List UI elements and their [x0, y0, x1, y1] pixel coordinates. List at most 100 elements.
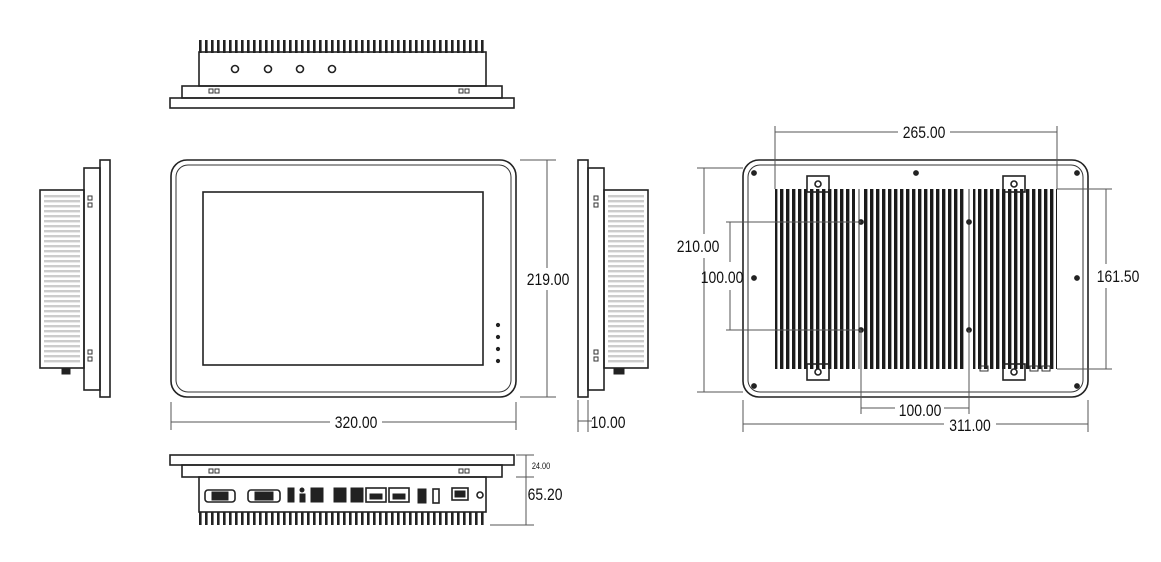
back-port [1029, 365, 1039, 372]
right-side-clip [593, 356, 599, 362]
back-bracket-hole [1010, 180, 1018, 188]
power-switch [287, 487, 295, 503]
front-indicator-led [495, 334, 501, 340]
right-side-clip [593, 349, 599, 355]
bottom-clip [458, 468, 464, 474]
back-vesa-horizontal-label: 100.00 [899, 402, 942, 421]
front-indicator-led [495, 322, 501, 328]
back-screw [1074, 275, 1080, 281]
back-screw [1074, 383, 1080, 389]
back-screw [751, 275, 757, 281]
back-height-dimension: 210.00 [677, 167, 743, 393]
usb-port [350, 487, 364, 503]
front-screen [202, 191, 484, 366]
back-right-height-dimension: 161.50 [1057, 188, 1140, 370]
back-screw [751, 170, 757, 176]
back-mount-bracket [806, 175, 830, 193]
left-side-clip [87, 356, 93, 362]
bottom-heatsink-fins [199, 512, 486, 525]
top-clip [458, 88, 464, 94]
front-indicator-led [495, 346, 501, 352]
bottom-clip [208, 468, 214, 474]
back-vesa-hole [966, 219, 972, 225]
front-width-dimension: 320.00 [170, 402, 517, 433]
back-mount-bracket [806, 363, 830, 381]
back-heatsink-left [775, 189, 855, 369]
back-bracket-hole [814, 368, 822, 376]
front-height-dimension: 219.00 [520, 159, 570, 398]
bottom-height-dimension: 24.00 65.20 [490, 454, 563, 526]
top-clip [464, 88, 470, 94]
audio-port [432, 488, 440, 504]
back-heatsink-middle [863, 189, 965, 369]
right-side-housing [603, 189, 649, 369]
top-clip [208, 88, 214, 94]
top-front-glass [169, 97, 515, 109]
front-width-label: 320.00 [335, 414, 378, 433]
hdmi-port [417, 488, 427, 504]
usb-port [310, 487, 324, 503]
top-screw-hole [230, 64, 240, 74]
back-screw [1074, 170, 1080, 176]
top-clip [214, 88, 220, 94]
back-mount-bracket [1002, 363, 1026, 381]
back-mount-width-dimension: 265.00 [774, 124, 1058, 189]
back-vesa-vertical-label: 100.00 [701, 269, 744, 288]
back-heatsink-right [973, 189, 1057, 369]
back-height-label: 210.00 [677, 238, 720, 257]
front-height-label: 219.00 [527, 271, 570, 290]
left-side-clip [87, 349, 93, 355]
back-bracket-hole [814, 180, 822, 188]
back-vesa-horizontal-dimension: 100.00 [860, 330, 970, 421]
bottom-view [169, 454, 515, 525]
lan-port-1 [365, 487, 387, 503]
dc-jack [299, 493, 306, 503]
left-side-clip [87, 195, 93, 201]
right-side-connector [613, 367, 625, 375]
left-side-clip [87, 202, 93, 208]
bottom-small-label: 24.00 [532, 461, 551, 471]
top-screw-hole [327, 64, 337, 74]
front-indicator-led [495, 358, 501, 364]
back-bracket-hole [1010, 368, 1018, 376]
left-side-view [39, 159, 111, 398]
side-depth-label: 10.00 [591, 414, 626, 433]
ground-screw-icon [476, 491, 484, 499]
bottom-bezel [181, 464, 503, 478]
back-right-height-label: 161.50 [1097, 268, 1140, 287]
top-housing [198, 51, 487, 87]
com-port-2 [247, 489, 281, 503]
top-view [169, 40, 515, 109]
back-housing-inner [747, 164, 1084, 393]
back-width-label: 311.00 [949, 417, 991, 436]
front-bezel-inner [175, 164, 512, 393]
indicator-icon [299, 487, 305, 493]
front-view [170, 159, 517, 398]
top-bezel [181, 85, 503, 99]
back-width-dimension: 311.00 [742, 400, 1089, 436]
front-bezel [170, 159, 517, 398]
bottom-height-label: 65.20 [528, 486, 563, 505]
left-side-fins [44, 194, 80, 364]
top-screw-hole [295, 64, 305, 74]
bottom-clip [214, 468, 220, 474]
back-housing [742, 159, 1089, 398]
right-side-clip [593, 202, 599, 208]
back-vesa-vertical-dimension: 100.00 [701, 221, 861, 331]
left-side-glass [99, 159, 111, 398]
right-side-glass [577, 159, 589, 398]
bottom-front-glass [169, 454, 515, 466]
back-screw [913, 170, 919, 176]
usb-port [333, 487, 347, 503]
back-mount-width-label: 265.00 [903, 124, 946, 143]
right-side-view [577, 159, 649, 398]
com-port-1 [204, 489, 236, 503]
right-side-fins [608, 194, 644, 364]
terminal-block [451, 487, 469, 501]
top-heatsink-fins [199, 40, 486, 53]
back-port [1041, 365, 1051, 372]
left-side-connector [61, 367, 71, 375]
back-port [979, 365, 989, 372]
bottom-clip [464, 468, 470, 474]
